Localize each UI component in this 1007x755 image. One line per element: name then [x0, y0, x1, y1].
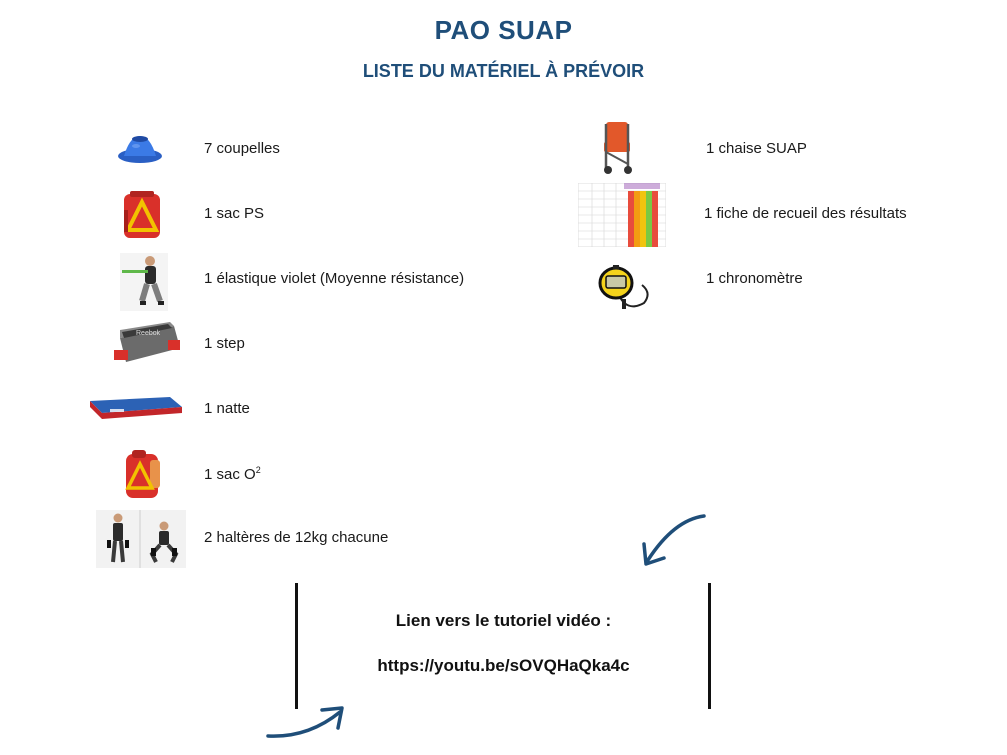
tutorial-right-border [708, 583, 711, 709]
item-label-sac-ps: 1 sac PS [204, 205, 265, 222]
item-label-fiche: 1 fiche de recueil des résultats [704, 205, 907, 222]
item-label-natte: 1 natte [204, 400, 250, 417]
item-label-sac-o2-main: 1 sac O [204, 466, 256, 483]
evacuation-chair-icon [598, 120, 638, 176]
stopwatch-icon [596, 263, 652, 317]
svg-text:Reebok: Reebok [136, 330, 161, 337]
results-sheet-icon [578, 183, 666, 247]
mat-icon [84, 393, 184, 423]
resistance-band-photo [120, 253, 168, 311]
first-aid-bag-icon [120, 190, 164, 240]
item-label-halteres: 2 haltères de 12kg chacune [204, 529, 389, 546]
tutorial-left-border [295, 583, 298, 709]
page-subtitle: LISTE DU MATÉRIEL À PRÉVOIR [362, 61, 645, 81]
item-label-elastique: 1 élastique violet (Moyenne résistance) [204, 270, 465, 287]
dumbbell-squat-photo [96, 510, 186, 568]
step-platform-icon: Reebok [108, 320, 184, 366]
oxygen-bag-icon [120, 448, 164, 502]
curved-arrow-down-left-icon [636, 510, 708, 570]
item-label-sac-o2-sup: 2 [255, 465, 261, 475]
item-label-chaise: 1 chaise SUAP [706, 140, 807, 157]
tutorial-link[interactable]: https://youtu.be/sOVQHaQka4c [377, 656, 630, 675]
item-label-chronometre: 1 chronomètre [706, 270, 803, 287]
cone-icon [116, 130, 164, 166]
tutorial-heading: Lien vers le tutoriel vidéo : [395, 611, 612, 630]
item-label-coupelles: 7 coupelles [204, 140, 280, 157]
page-title: PAO SUAP [434, 15, 573, 45]
curved-arrow-right-icon [264, 700, 348, 744]
item-label-step: 1 step [204, 335, 245, 352]
item-label-sac-o2: 1 sac O2 [204, 465, 261, 483]
